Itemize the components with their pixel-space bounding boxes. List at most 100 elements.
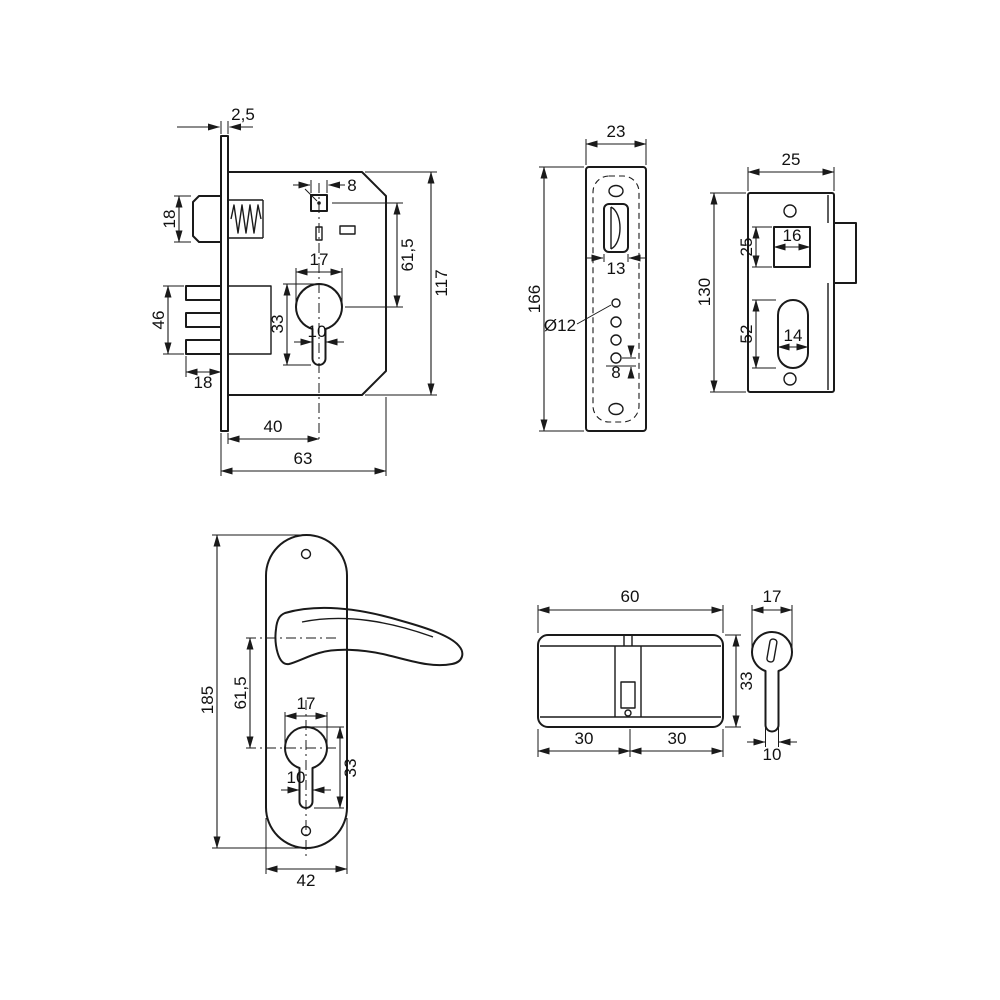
dim-cylinder-width: 17 — [295, 250, 343, 303]
dim-strike-width: 25 — [747, 150, 835, 191]
dim-plate-cylinder-width-label: 17 — [297, 694, 316, 713]
faceplate-screw-hole-bottom — [608, 402, 624, 416]
dim-strike-bolt-opening-height-label: 52 — [737, 325, 756, 344]
dim-body-height: 117 — [365, 171, 451, 396]
dim-strike-latch-opening-height: 25 — [737, 226, 772, 268]
lock-faceplate-edge — [220, 135, 229, 432]
dim-plate-cylinder-stem-width-label: 10 — [287, 768, 306, 787]
dim-cylinder-width-label: 17 — [310, 250, 329, 269]
dim-handle-to-cylinder-label: 61,5 — [398, 238, 417, 271]
dim-faceplate-width-label: 23 — [607, 122, 626, 141]
dim-faceplate-height-label: 166 — [525, 285, 544, 313]
strike-plate-view: 25 16 25 130 14 52 — [695, 150, 857, 393]
dim-plate-cylinder-width: 17 — [284, 694, 328, 744]
dim-cylinder-stem-width: 10 — [294, 322, 344, 346]
dim-latch-width-label: 13 — [607, 259, 626, 278]
latch-spring — [230, 204, 262, 234]
faceplate-screw-hole-top — [608, 184, 624, 198]
dim-plate-height: 185 — [198, 534, 300, 849]
dim-end-stem-width: 10 — [747, 728, 797, 764]
dim-backset-label: 40 — [264, 417, 283, 436]
dim-faceplate-height: 166 — [525, 166, 584, 432]
faceplate-view: 23 166 13 Ø12 8 — [525, 122, 647, 432]
faceplate-hole-2 — [610, 316, 622, 328]
dim-spindle-square-label: 8 — [347, 176, 356, 195]
faceplate-hole-3 — [610, 334, 622, 346]
cylinder-cam — [620, 681, 636, 709]
dim-plate-cylinder-profile-height: 33 — [310, 726, 360, 809]
dim-deadbolt-height-label: 46 — [149, 311, 168, 330]
dim-strike-height: 130 — [695, 192, 746, 393]
dim-end-width: 17 — [751, 587, 793, 648]
dim-latch-height-label: 18 — [160, 210, 179, 229]
dim-cylinder-height-label: 33 — [737, 672, 756, 691]
dim-cylinder-right-half-label: 30 — [668, 729, 687, 748]
deadbolt — [185, 285, 272, 355]
handle-plate-view: 185 61,5 17 33 10 — [198, 534, 464, 890]
latch-face — [610, 206, 621, 250]
dim-body-height-label: 117 — [432, 269, 451, 296]
latch-bolt — [192, 195, 222, 243]
dim-body-depth: 63 — [220, 397, 387, 476]
cylinder-fixing-hole — [624, 709, 632, 717]
dim-cylinder-halves: 30 30 — [537, 729, 724, 757]
strike-bolt-opening — [777, 299, 809, 369]
euro-cylinder-hole — [295, 283, 343, 366]
dim-plate-handle-to-cylinder: 61,5 — [231, 637, 254, 749]
handle-lever — [274, 606, 464, 667]
dim-strike-bolt-opening-width: 14 — [777, 326, 809, 351]
strike-plate-outline — [747, 192, 835, 393]
faceplate-hole-1 — [611, 298, 621, 308]
dim-strike-bolt-opening-height: 52 — [737, 299, 776, 369]
dim-strike-latch-opening-height-label: 25 — [737, 238, 756, 257]
dim-faceplate-width: 23 — [585, 122, 647, 165]
dim-deadbolt-height: 46 — [149, 285, 184, 355]
screw-slot-horizontal — [339, 225, 356, 235]
dim-plate-cylinder-stem-width: 10 — [281, 768, 331, 794]
faceplate-hole-4 — [610, 352, 622, 364]
cylinder-side-view: 60 33 30 30 — [537, 587, 756, 757]
dim-plate-width-label: 42 — [297, 871, 316, 890]
dim-hole-diameter-label: Ø12 — [544, 316, 576, 335]
lock-body-view: 2,5 8 18 46 18 — [149, 105, 451, 476]
dim-strike-latch-opening-width-label: 16 — [783, 226, 802, 245]
dim-strike-height-label: 130 — [695, 278, 714, 306]
handle-screw-top — [300, 548, 312, 560]
cylinder-body — [537, 634, 724, 728]
dim-backset: 40 — [227, 417, 320, 444]
faceplate-outline — [585, 166, 647, 432]
dim-hole-spacing-label: 8 — [611, 363, 620, 382]
dim-latch-width: 13 — [586, 254, 646, 278]
strike-plate-tab — [833, 222, 857, 284]
handle-cylinder-hole — [283, 726, 329, 809]
dim-cylinder-stem-width-label: 10 — [308, 322, 327, 341]
cylinder-profile — [750, 631, 794, 733]
dim-cylinder-profile-height-label: 33 — [268, 315, 287, 334]
dim-handle-to-cylinder: 61,5 — [332, 202, 417, 308]
dim-cylinder-profile-height: 33 — [268, 283, 315, 366]
dim-strike-latch-opening-width: 16 — [773, 226, 811, 251]
dim-latch-height: 18 — [160, 195, 191, 243]
faceplate-inner-dashed — [592, 175, 640, 423]
dim-plate-height-label: 185 — [198, 686, 217, 714]
dim-cylinder-length-label: 60 — [621, 587, 640, 606]
dim-hole-diameter: Ø12 — [544, 304, 612, 335]
dim-strike-width-label: 25 — [782, 150, 801, 169]
lock-case-outline — [227, 171, 387, 396]
dim-plate-cylinder-profile-height-label: 33 — [341, 759, 360, 778]
dim-deadbolt-throw-label: 18 — [194, 373, 213, 392]
cylinder-end-view: 17 10 — [747, 587, 797, 764]
dim-plate-width: 42 — [265, 818, 348, 890]
dim-faceplate-thickness-label: 2,5 — [231, 105, 255, 124]
dim-body-depth-label: 63 — [294, 449, 313, 468]
handle-lever-contour — [301, 617, 434, 638]
dim-plate-handle-to-cylinder-label: 61,5 — [231, 676, 250, 709]
dim-cylinder-length: 60 — [537, 587, 724, 633]
dim-faceplate-thickness: 2,5 — [177, 105, 255, 134]
dim-end-width-label: 17 — [763, 587, 782, 606]
dim-cylinder-left-half-label: 30 — [575, 729, 594, 748]
dim-deadbolt-throw: 18 — [185, 356, 222, 392]
faceplate-latch-opening — [603, 203, 629, 253]
